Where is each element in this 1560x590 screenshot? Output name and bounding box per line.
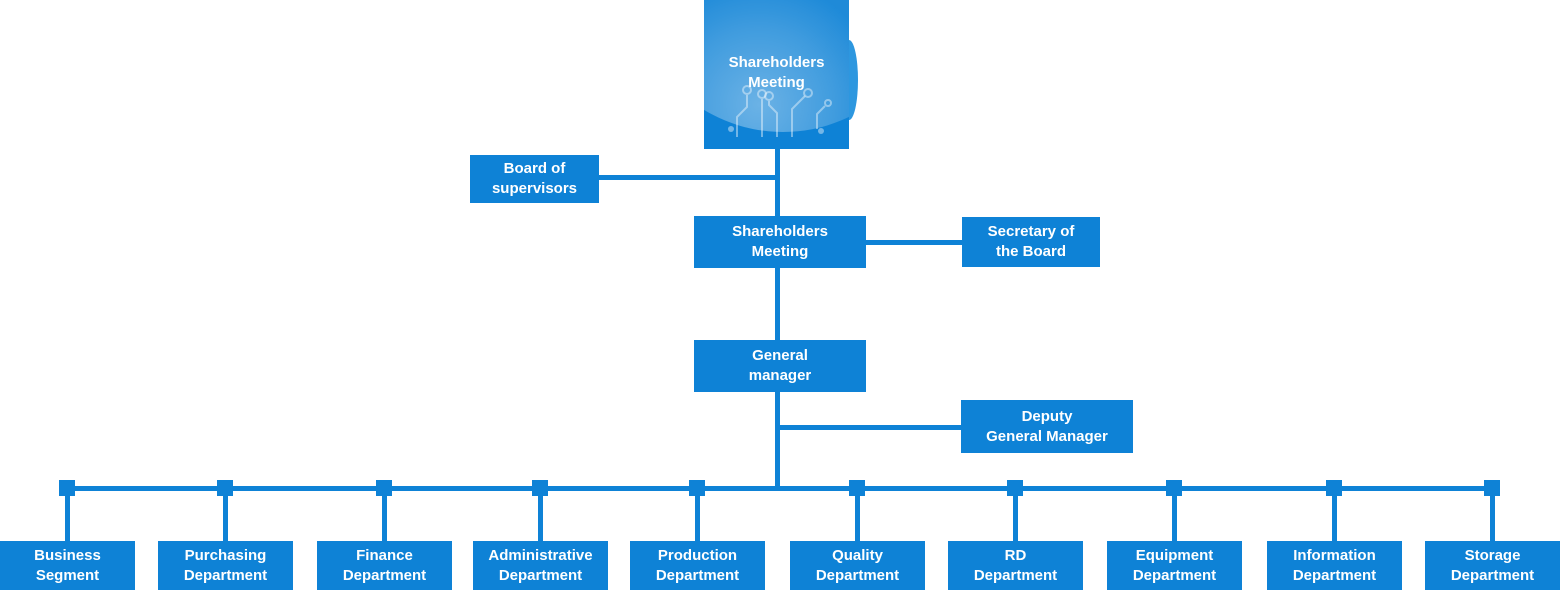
- connector-node: [849, 480, 865, 496]
- root-node-background: Shareholders Meeting: [704, 0, 849, 149]
- connector-line: [866, 240, 962, 245]
- org-node-label: Information Department: [1292, 546, 1377, 584]
- org-node-label: Secretary of the Board: [987, 223, 1075, 260]
- circuit-pattern-icon: [728, 85, 832, 137]
- org-node-label: Purchasing Department: [183, 546, 268, 584]
- org-node-label: General manager: [748, 347, 812, 384]
- org-node-label: Administrative Department: [488, 546, 593, 584]
- connector-node: [689, 480, 705, 496]
- connector-line: [855, 490, 860, 541]
- org-node-label: Quality Department: [815, 546, 900, 584]
- connector-line: [65, 490, 70, 541]
- org-node-label: Production Department: [655, 546, 740, 584]
- connector-node: [59, 480, 75, 496]
- decorative-circle: [704, 0, 849, 132]
- org-node-label: Business Segment: [34, 546, 101, 584]
- org-node-label: Shareholders Meeting: [732, 223, 828, 260]
- org-node-label: RD Department: [973, 546, 1058, 584]
- org-node-label: Finance Department: [342, 546, 427, 584]
- connector-line: [1172, 490, 1177, 541]
- connector-line: [778, 425, 961, 430]
- decorative-arc: [849, 40, 858, 120]
- connector-node: [1007, 480, 1023, 496]
- connector-line: [775, 149, 780, 216]
- connector-trunk-line: [59, 486, 1500, 491]
- connector-line: [775, 268, 780, 340]
- org-node-business-segment: Business Segment: [0, 541, 135, 590]
- connector-line: [538, 490, 543, 541]
- connector-line: [1490, 490, 1495, 541]
- org-node-label: Shareholders Meeting: [728, 54, 825, 91]
- org-node-production-department: Production Department: [630, 541, 765, 590]
- connector-line: [599, 175, 778, 180]
- connector-node: [1484, 480, 1500, 496]
- org-node-administrative-department: Administrative Department: [473, 541, 608, 590]
- org-node-label: Deputy General Manager: [986, 407, 1108, 445]
- connector-line: [695, 490, 700, 541]
- org-node-label: Board of supervisors: [491, 160, 578, 197]
- org-node-rd-department: RD Department: [948, 541, 1083, 590]
- org-node-finance-department: Finance Department: [317, 541, 452, 590]
- connector-line: [1013, 490, 1018, 541]
- connector-line: [223, 490, 228, 541]
- org-node-label: Storage Department: [1450, 546, 1535, 584]
- org-node-board-of-supervisors: Board of supervisors: [470, 155, 599, 203]
- connector-line: [1332, 490, 1337, 541]
- org-node-deputy-general-manager: Deputy General Manager: [961, 400, 1133, 453]
- org-node-information-department: Information Department: [1267, 541, 1402, 590]
- connector-node: [532, 480, 548, 496]
- org-node-quality-department: Quality Department: [790, 541, 925, 590]
- org-node-purchasing-department: Purchasing Department: [158, 541, 293, 590]
- org-node-equipment-department: Equipment Department: [1107, 541, 1242, 590]
- connector-node: [1326, 480, 1342, 496]
- connector-line: [775, 392, 780, 488]
- org-node-secretary-of-the-board: Secretary of the Board: [962, 217, 1100, 267]
- org-node-shareholders-meeting-top: Shareholders Meeting: [704, 0, 858, 149]
- org-node-label: Equipment Department: [1132, 546, 1217, 584]
- connector-line: [382, 490, 387, 541]
- org-node-storage-department: Storage Department: [1425, 541, 1560, 590]
- org-node-shareholders-meeting: Shareholders Meeting: [694, 216, 866, 268]
- org-node-general-manager: General manager: [694, 340, 866, 392]
- connector-node: [1166, 480, 1182, 496]
- connector-node: [376, 480, 392, 496]
- connector-node: [217, 480, 233, 496]
